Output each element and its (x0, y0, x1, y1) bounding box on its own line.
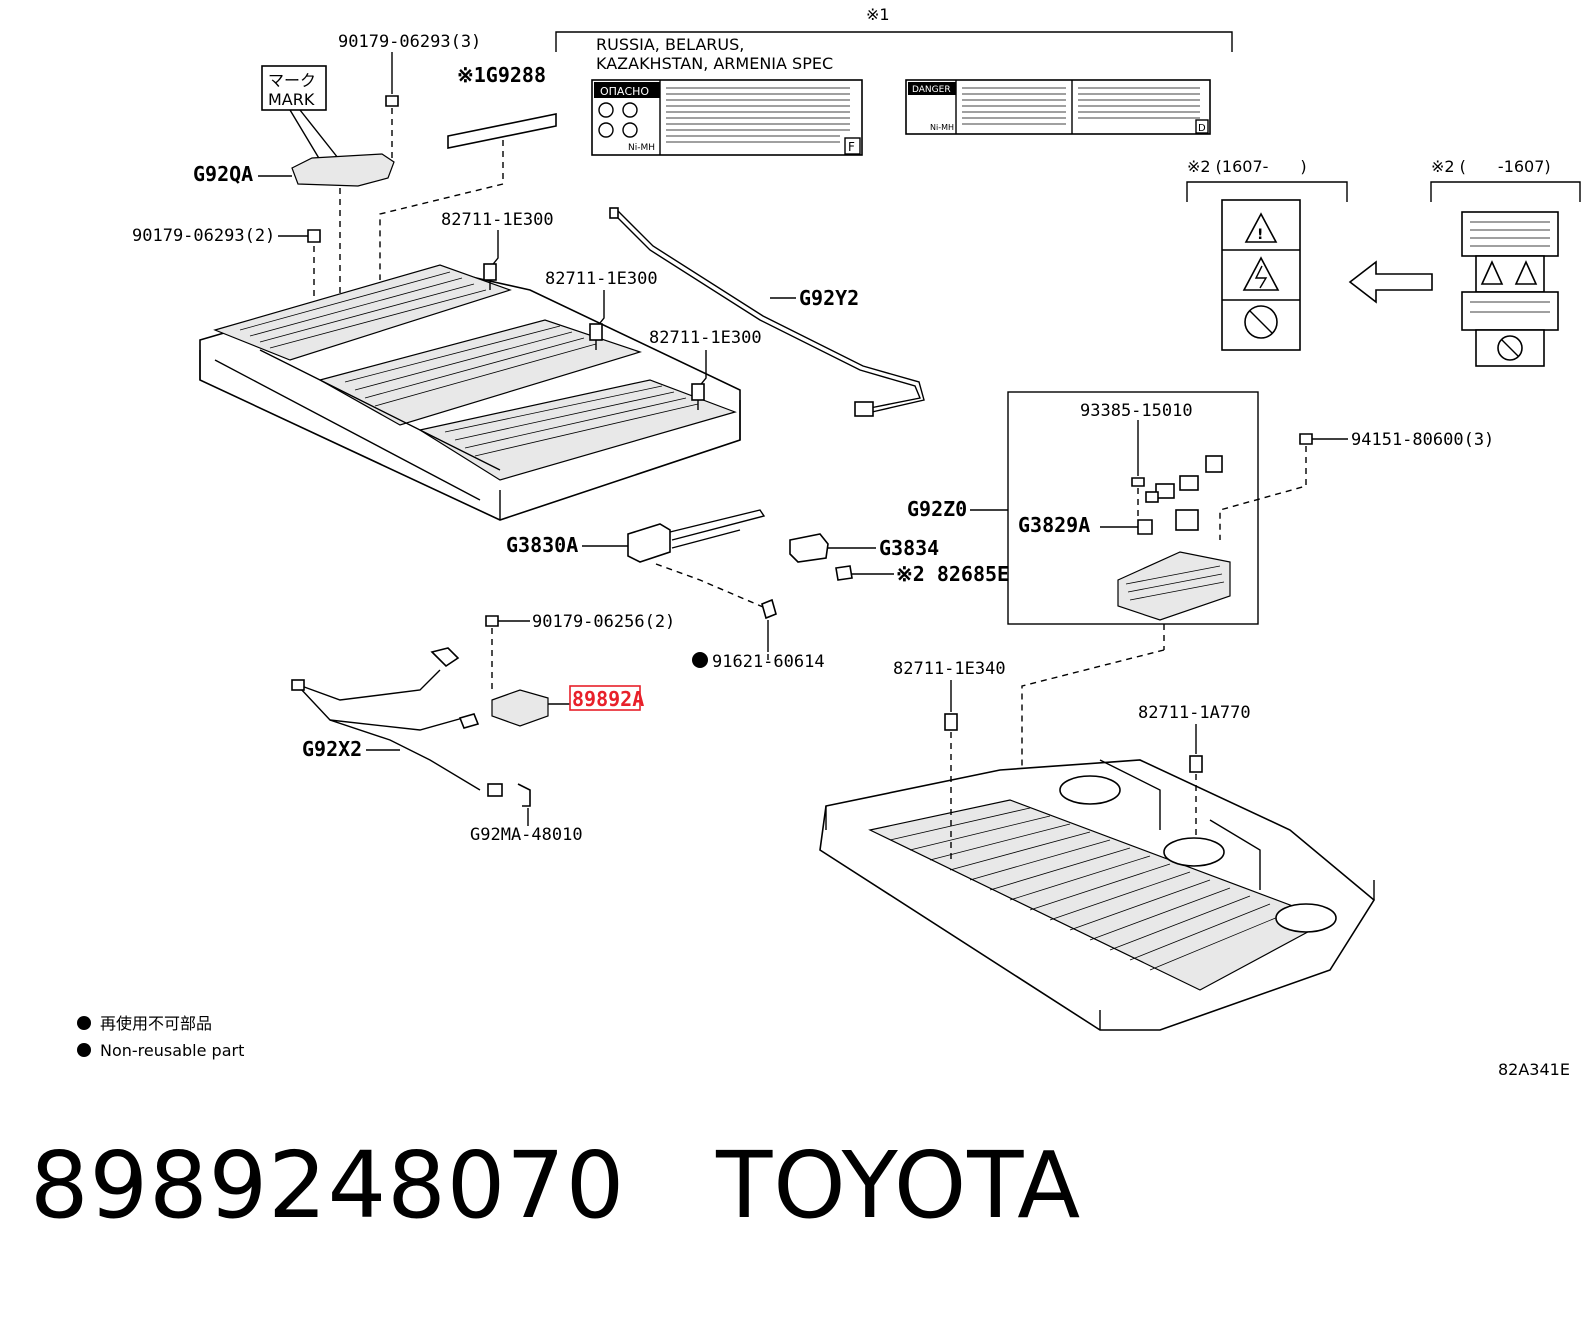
label-new-type: ※2 (1607- ) ! (1186, 157, 1348, 351)
svg-text:82711-1E300: 82711-1E300 (545, 269, 658, 289)
callout-89892a[interactable]: 89892A (491, 685, 644, 727)
legend-en: Non-reusable part (100, 1041, 244, 1060)
label-nimh-2: Ni-MH (930, 123, 954, 132)
junction-block-group (1007, 391, 1259, 625)
note2-right: ※2 ( -1607) (1431, 157, 1551, 176)
callout-82711-1e340[interactable]: 82711-1E340 (893, 659, 1006, 860)
svg-text:82711-1E340: 82711-1E340 (893, 659, 1006, 679)
callout-90179-06293-3[interactable]: 90179-06293(3) (338, 32, 481, 160)
svg-text:※1G9288: ※1G9288 (457, 63, 546, 87)
target-part-label: 89892A (572, 687, 644, 711)
mark-box: マーク MARK (261, 65, 339, 161)
callout-g3829a[interactable]: G3829A (1018, 513, 1165, 890)
spec-label-bracket: ※1 RUSSIA, BELARUS, KAZAKHSTAN, ARMENIA … (555, 5, 1233, 73)
callout-g92qa[interactable]: G92QA (193, 153, 395, 380)
svg-text:※2 82685E: ※2 82685E (896, 562, 1009, 586)
brand-name: TOYOTA (716, 1132, 1082, 1239)
callout-g92z0[interactable]: G92Z0 (907, 497, 1008, 521)
label-danger: DANGER (912, 85, 951, 95)
spec-line-1: RUSSIA, BELARUS, (596, 35, 744, 54)
svg-text:G3834: G3834 (879, 536, 939, 560)
replacement-arrow (1348, 260, 1433, 304)
callout-g9288[interactable]: ※1G9288 (379, 63, 557, 280)
legend-jp: 再使用不可部品 (100, 1014, 212, 1033)
svg-text:G92MA-48010: G92MA-48010 (470, 825, 583, 845)
svg-text:82711-1E300: 82711-1E300 (649, 328, 762, 348)
warning-label-danger: DANGER Ni-MH D (905, 79, 1211, 135)
svg-text:90179-06256(2): 90179-06256(2) (532, 612, 675, 632)
svg-text:82711-1E300: 82711-1E300 (441, 210, 554, 230)
callout-94151-80600-3[interactable]: 94151-80600(3) (1219, 430, 1494, 540)
note1-mark: ※1 (866, 5, 890, 24)
svg-text:90179-06293(3): 90179-06293(3) (338, 32, 481, 52)
svg-text:94151-80600(3): 94151-80600(3) (1351, 430, 1494, 450)
part-number: 8989248070 (30, 1132, 626, 1239)
battery-tray (819, 759, 1376, 1031)
svg-text:G92QA: G92QA (193, 162, 253, 186)
svg-text:G3830A: G3830A (506, 533, 578, 557)
non-reusable-marker (692, 652, 708, 668)
label-f: F (848, 140, 855, 154)
label-d: D (1198, 123, 1206, 134)
callout-g3830a[interactable]: G3830A (506, 509, 771, 611)
callout-93385-15010[interactable]: 93385-15010 (1080, 401, 1193, 520)
warning-label-russian: ОПАСНО Ni-MH F (591, 79, 863, 156)
callout-91621-60614[interactable]: 91621-60614 (692, 598, 825, 672)
callout-g92ma-48010[interactable]: G92MA-48010 (470, 783, 583, 845)
note2-left: ※2 (1607- ) (1187, 157, 1307, 176)
label-old-type: ※2 ( -1607) (1430, 157, 1581, 367)
svg-text:G92X2: G92X2 (302, 737, 362, 761)
callout-82711-1a770[interactable]: 82711-1A770 (1138, 703, 1251, 840)
mark-en: MARK (268, 90, 315, 109)
svg-text:82711-1A770: 82711-1A770 (1138, 703, 1251, 723)
battery-module-assembly (199, 264, 741, 521)
diagram-code: 82A341E (1498, 1060, 1570, 1079)
svg-text:G3829A: G3829A (1018, 513, 1090, 537)
spec-line-2: KAZAKHSTAN, ARMENIA SPEC (596, 54, 833, 73)
svg-text:90179-06293(2): 90179-06293(2) (132, 226, 275, 246)
callout-82711-1e300-b[interactable]: 82711-1E300 (545, 269, 658, 350)
svg-text:91621-60614: 91621-60614 (712, 652, 825, 672)
callout-90179-06256-2[interactable]: 90179-06256(2) (485, 612, 675, 690)
callout-82711-1e300-c[interactable]: 82711-1E300 (649, 328, 762, 410)
label-nimh-1: Ni-MH (628, 143, 655, 153)
legend: 再使用不可部品 Non-reusable part (77, 1014, 244, 1060)
label-opasno: ОПАСНО (600, 85, 649, 98)
callout-g92y2[interactable]: G92Y2 (609, 207, 925, 417)
callout-82711-1e300-a[interactable]: 82711-1E300 (441, 210, 554, 290)
callout-g92x2[interactable]: G92X2 (291, 647, 503, 797)
mark-jp: マーク (268, 71, 316, 90)
callout-g3834[interactable]: G3834 (789, 533, 939, 563)
svg-text:93385-15010: 93385-15010 (1080, 401, 1193, 421)
svg-text:G92Y2: G92Y2 (799, 286, 859, 310)
svg-text:G92Z0: G92Z0 (907, 497, 967, 521)
svg-text:!: ! (1257, 227, 1263, 243)
highlight-box (569, 685, 641, 711)
page-title: 8989248070 TOYOTA (30, 1132, 1081, 1239)
callout-82685e[interactable]: ※2 82685E (835, 562, 1009, 586)
